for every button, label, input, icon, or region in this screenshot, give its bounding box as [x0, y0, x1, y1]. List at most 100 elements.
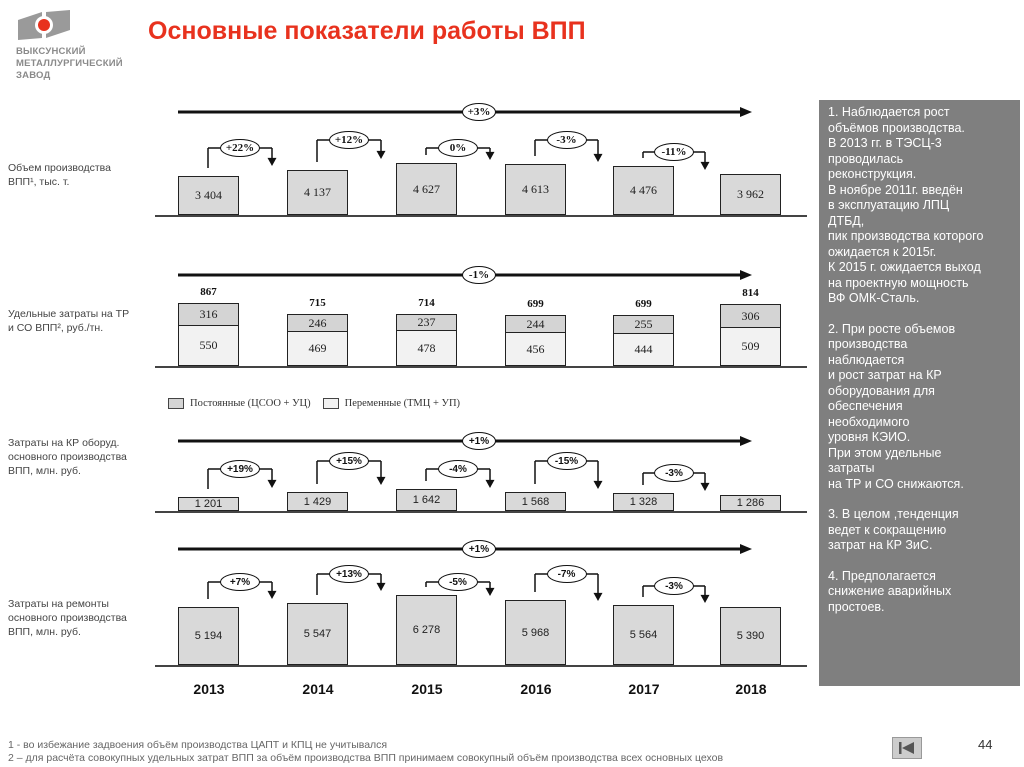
note-line: ведет к сокращению — [828, 522, 947, 537]
segment-variable: 469 — [288, 332, 347, 365]
note-line: В 2013 гг. в ТЭСЦ-3 — [828, 136, 942, 150]
change-badge: -3% — [654, 464, 694, 482]
note-line: в эксплуатацию ЛПЦ — [828, 198, 950, 212]
segment-variable: 550 — [179, 326, 238, 365]
row-label-repairs: Затраты на ремонты основного производств… — [8, 598, 127, 638]
change-badge: -3% — [546, 131, 587, 149]
year-label: 2017 — [628, 681, 660, 697]
segment-constant: 237 — [397, 315, 456, 331]
bar: 1 201 — [178, 497, 239, 511]
bar: 4 137 — [287, 170, 348, 215]
legend-swatch-variable — [322, 398, 339, 409]
chart-legend: Постоянные (ЦСОО + УЦ) Переменные (ТМЦ +… — [168, 398, 472, 409]
bar: 5 968 — [505, 600, 566, 665]
bar-total: 867 — [200, 286, 217, 298]
bar: 5 547 — [287, 603, 348, 665]
note-line: 4. Предполагается — [828, 568, 936, 583]
segment-constant: 316 — [179, 304, 238, 326]
change-badge: +22% — [220, 139, 260, 157]
chart-baseline — [155, 511, 807, 513]
note-line: затрат на КР ЗиС. — [828, 538, 933, 552]
bar: 4 476 — [613, 166, 674, 215]
note-line: ожидается к 2015г. — [828, 244, 937, 259]
change-badge: -11% — [654, 143, 694, 161]
change-badge: -5% — [438, 573, 478, 591]
note-line: уровня КЭИО. — [828, 430, 911, 444]
bar: 5 194 — [178, 607, 239, 665]
bar-total: 714 — [418, 297, 435, 309]
bar: 5 390 — [720, 607, 781, 665]
segment-constant: 255 — [614, 316, 673, 334]
overall-change-badge: -1% — [462, 266, 496, 284]
segment-constant: 306 — [721, 305, 780, 328]
page-title: Основные показатели работы ВПП — [148, 17, 586, 45]
bar-total: 814 — [742, 287, 759, 299]
note-line: и рост затрат на КР — [828, 368, 942, 382]
note-line: оборудования для — [828, 383, 935, 398]
bar: 3 962 — [720, 174, 781, 215]
row-label-equipment-repair: Затраты на КР оборуд. основного производ… — [8, 437, 127, 477]
segment-variable: 478 — [397, 331, 456, 365]
bar: 4 613 — [505, 164, 566, 215]
note-line: снижение аварийных — [828, 584, 952, 598]
page-number: 44 — [978, 737, 993, 752]
change-badge: +7% — [220, 573, 260, 591]
note-line: пик производства которого — [828, 229, 984, 243]
bar: 5 564 — [613, 605, 674, 665]
note-line: простоев. — [828, 599, 885, 614]
legend-item-constant: Постоянные (ЦСОО + УЦ) — [168, 398, 311, 409]
segment-variable: 456 — [506, 333, 565, 365]
note-line: обеспечения — [828, 399, 903, 413]
year-label: 2014 — [302, 681, 334, 697]
overall-change-badge: +1% — [462, 432, 496, 450]
chart-baseline — [155, 215, 807, 217]
first-slide-button[interactable] — [892, 737, 922, 759]
note-line: производства — [828, 337, 908, 351]
company-logo: ВЫКСУНСКИЙ МЕТАЛЛУРГИЧЕСКИЙ ЗАВОД — [14, 8, 134, 98]
chart-baseline — [155, 366, 807, 368]
year-label: 2018 — [735, 681, 767, 697]
note-line: наблюдается — [828, 352, 905, 367]
note-line: на проектную мощность — [828, 275, 969, 290]
legend-item-variable: Переменные (ТМЦ + УП) — [322, 398, 460, 409]
change-badge: -4% — [438, 460, 478, 478]
year-label: 2015 — [411, 681, 443, 697]
note-line: объёмов производства. — [828, 120, 965, 135]
bar: 1 429 — [287, 492, 348, 511]
change-badge: +12% — [329, 131, 369, 149]
bar: 1 328 — [613, 493, 674, 511]
overall-change-badge: +1% — [462, 540, 496, 558]
note-line: реконструкция. — [828, 167, 917, 181]
chart-baseline — [155, 665, 807, 667]
segment-variable: 509 — [721, 328, 780, 365]
note-line: В ноябре 2011г. введён — [828, 182, 963, 197]
bar: 6 278 — [396, 595, 457, 665]
bar-total: 699 — [527, 298, 544, 310]
bar: 1 642 — [396, 489, 457, 511]
footnotes: 1 - во избежание задвоения объём произво… — [8, 739, 723, 765]
footnote-1: 1 - во избежание задвоения объём произво… — [8, 739, 388, 751]
bar-total: 715 — [309, 297, 326, 309]
note-line: При этом удельные — [828, 445, 942, 460]
bar: 3 404 — [178, 176, 239, 215]
bar: 1 286 — [720, 495, 781, 511]
legend-swatch-constant — [168, 398, 184, 409]
change-badge: +19% — [220, 460, 260, 478]
change-badge: -3% — [654, 577, 694, 595]
row-label-production: Объем производства ВПП¹, тыс. т. — [8, 162, 111, 188]
change-badge: +15% — [329, 452, 369, 470]
footnote-2: 2 – для расчёта совокупных удельных затр… — [8, 752, 724, 764]
segment-constant: 244 — [506, 316, 565, 333]
bar: 4 627 — [396, 163, 457, 215]
year-label: 2016 — [520, 681, 552, 697]
